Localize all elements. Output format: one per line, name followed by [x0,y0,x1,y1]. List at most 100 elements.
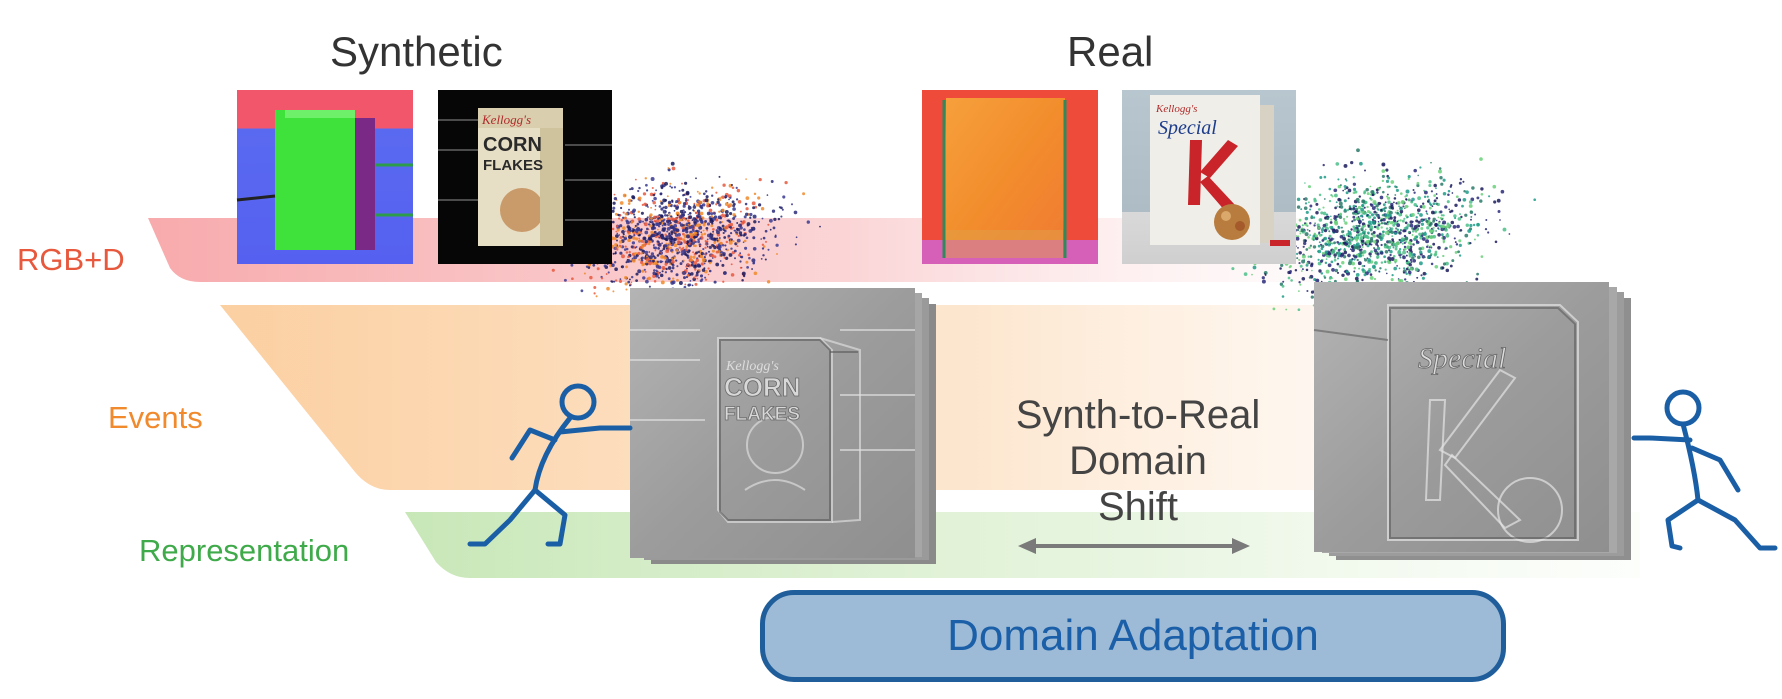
event-point [698,269,701,272]
event-point [653,280,657,283]
event-point [649,221,652,224]
event-point [700,251,704,256]
event-point [1342,241,1346,245]
event-point [652,193,656,197]
event-point [725,248,728,251]
event-point [1442,241,1445,244]
event-point [699,237,702,240]
event-point [1442,214,1445,217]
event-point [626,225,631,229]
event-point [1384,213,1388,217]
event-point [641,203,644,207]
event-point [1476,272,1479,276]
event-point [612,220,615,224]
event-point [682,232,685,236]
event-point [696,277,699,280]
event-point [648,285,651,288]
event-point [1441,235,1446,240]
synthetic-event-cloud [547,161,821,309]
event-point [1345,179,1348,182]
event-point [1320,243,1322,246]
event-point [619,251,623,255]
event-point [626,258,631,263]
event-point [793,210,798,215]
event-point [751,201,756,206]
event-point [1330,260,1334,264]
domain-shift-text: Synth-to-Real Domain Shift [988,392,1288,530]
event-point [649,240,652,243]
event-point [633,234,636,237]
event-point [658,218,662,222]
event-point [721,220,724,224]
event-point [1344,188,1347,191]
event-point [708,212,711,215]
event-point [676,278,679,282]
event-point [709,219,714,224]
event-point [713,211,716,215]
event-point [711,254,715,258]
event-point [690,272,694,276]
event-point [1379,251,1384,255]
event-point [1326,216,1330,221]
event-point [720,253,723,257]
event-point [641,269,645,273]
event-point [1471,186,1475,190]
event-point [652,233,656,238]
event-point [1348,241,1352,246]
event-point [669,182,672,185]
event-point [1399,256,1402,259]
event-point [605,273,608,275]
event-point [1304,216,1309,221]
event-point [682,246,685,249]
event-point [1352,225,1356,229]
event-point [1325,213,1329,217]
event-point [1389,216,1393,220]
event-point [1444,205,1448,209]
event-point [652,255,655,258]
event-point [762,245,766,248]
rgbd-label: RGB+D [17,242,125,277]
event-point [1439,176,1443,180]
event-point [697,238,700,241]
event-point [678,251,681,254]
event-point [1372,200,1377,205]
event-point [1299,283,1302,286]
event-point [1354,276,1359,281]
event-point [1312,245,1317,249]
event-point [1402,271,1406,274]
event-point [1381,169,1386,173]
svg-text:Kellogg's: Kellogg's [725,359,779,374]
event-point [674,219,678,224]
event-point [1382,190,1385,194]
event-point [740,220,743,223]
event-point [1313,224,1316,227]
event-point [658,214,661,217]
event-point [1310,295,1314,299]
event-point [640,211,644,215]
event-point [1309,222,1312,225]
event-point [1304,182,1306,184]
event-point [628,208,630,211]
event-point [1448,208,1451,211]
event-point [1338,215,1343,219]
event-point [1347,230,1352,235]
event-point [623,248,627,251]
event-point [693,261,698,265]
event-point [670,233,673,236]
event-point [717,198,720,201]
event-point [1396,209,1399,212]
event-point [1422,271,1427,276]
event-point [1347,261,1352,266]
event-point [1445,268,1450,273]
event-point [1367,258,1371,262]
event-point [1361,243,1364,247]
event-point [1405,272,1408,275]
event-point [1439,210,1443,214]
event-point [1420,222,1425,226]
event-point [1420,227,1424,230]
event-point [618,279,623,283]
event-point [647,238,650,241]
event-point [775,243,779,247]
event-point [691,228,695,232]
event-point [1457,250,1460,254]
